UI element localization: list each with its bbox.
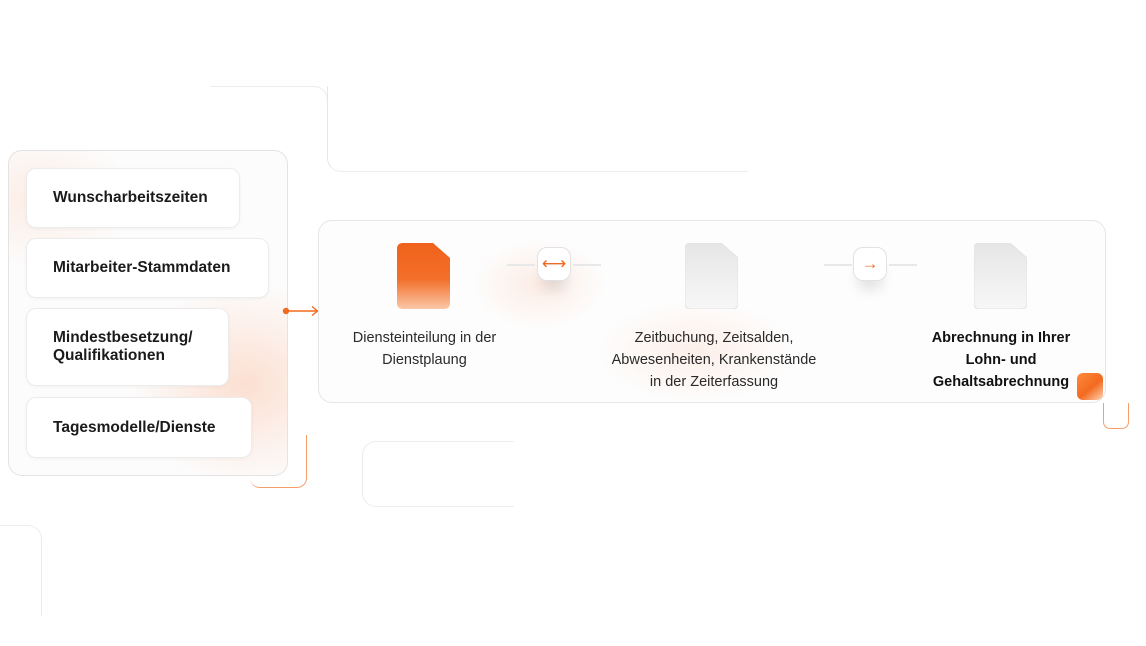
data-source-item: Wunscharbeitszeiten — [26, 168, 240, 228]
right-arrow-icon: → — [853, 247, 887, 281]
arrow-glyph: → — [861, 254, 879, 273]
input-data-panel: Wunscharbeitszeiten Mitarbeiter-Stammdat… — [8, 150, 288, 476]
arrow-glyph: ⟷ — [541, 254, 567, 273]
connector-line — [507, 264, 535, 266]
decorative-frame-card — [362, 441, 514, 507]
accent-corner — [250, 435, 307, 488]
decorative-frame-line — [210, 86, 328, 127]
step-label: Diensteinteilung in der Dienstplaung — [352, 330, 497, 368]
step-label: Abrechnung in Ihrer Lohn- und Gehaltsabr… — [931, 330, 1071, 390]
document-icon — [974, 243, 1027, 309]
accent-square — [1077, 373, 1103, 400]
decorative-frame-corner — [0, 525, 42, 617]
data-source-item: Mitarbeiter-Stammdaten — [26, 238, 269, 298]
data-source-label: Mindestbesetzung/ Qualifikationen — [53, 329, 193, 364]
step-label: Zeitbuchung, Zeitsalden, Abwesenheiten, … — [611, 330, 817, 390]
decorative-frame-line — [327, 86, 749, 172]
data-source-label: Tagesmodelle/Dienste — [53, 418, 216, 436]
document-icon — [397, 243, 450, 309]
data-source-label: Mitarbeiter-Stammdaten — [53, 259, 231, 277]
bidirectional-arrow-icon: ⟷ — [537, 247, 571, 281]
connector-arrow-icon — [282, 305, 319, 317]
data-source-label: Wunscharbeitszeiten — [53, 189, 208, 207]
connector-line — [573, 264, 601, 266]
data-source-item: Tagesmodelle/Dienste — [26, 397, 252, 458]
connector-line — [889, 264, 917, 266]
connector-line — [824, 264, 852, 266]
process-flow-panel: ⟷ → Diensteinteilung in der Dienstplaung… — [318, 220, 1106, 403]
data-source-item: Mindestbesetzung/ Qualifikationen — [26, 308, 229, 386]
document-icon — [685, 243, 738, 309]
accent-corner — [1103, 403, 1129, 429]
